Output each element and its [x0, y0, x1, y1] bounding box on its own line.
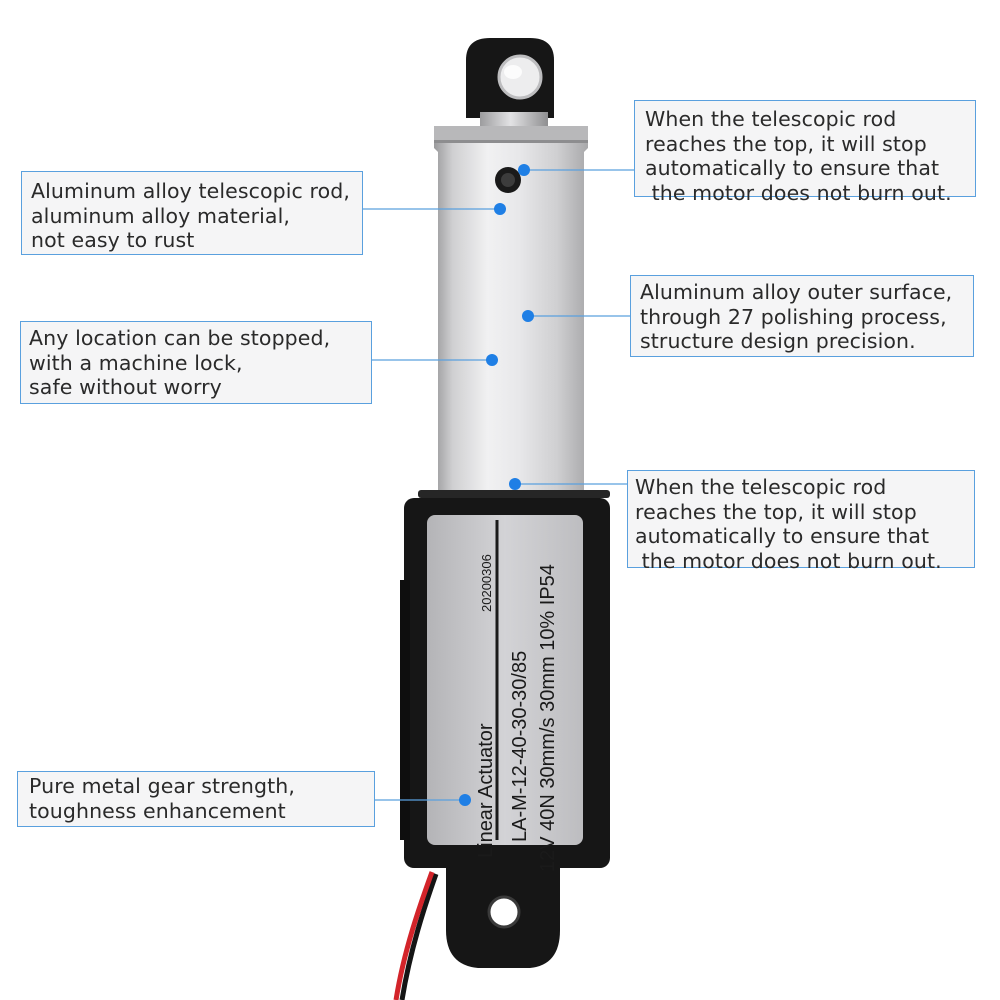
- anchor-dot: [459, 794, 471, 806]
- anchor-dot: [518, 164, 530, 176]
- anchor-dot: [509, 478, 521, 490]
- anchor-dot: [522, 310, 534, 322]
- label-model: LA-M-12-40-30-30/85: [509, 651, 531, 842]
- callout-anchor-dots: [459, 164, 534, 806]
- leader-lines: [363, 169, 634, 801]
- label-date-code: 20200306: [479, 554, 494, 612]
- callout-auto-stop-top: When the telescopic rod reaches the top,…: [634, 100, 976, 205]
- callout-telescopic-rod: Aluminum alloy telescopic rod, aluminum …: [21, 171, 363, 255]
- anchor-dot: [494, 203, 506, 215]
- label-specs: 12V 40N 30mm/s 30mm 10% IP54: [537, 564, 559, 872]
- callout-metal-gear: Pure metal gear strength, toughness enha…: [17, 771, 375, 827]
- top-mounting-eye: [466, 38, 554, 118]
- callout-auto-stop-bottom: When the telescopic rod reaches the top,…: [627, 470, 975, 573]
- callout-outer-surface: Aluminum alloy outer surface, through 27…: [630, 275, 974, 357]
- anchor-dot: [486, 354, 498, 366]
- aluminum-outer-tube: [434, 126, 588, 492]
- power-wires: [393, 871, 439, 1000]
- callout-machine-lock: Any location can be stopped, with a mach…: [20, 321, 372, 404]
- spec-label: 20200306 Linear Actuator LA-M-12-40-30-3…: [427, 515, 583, 872]
- label-title: Linear Actuator: [475, 723, 497, 858]
